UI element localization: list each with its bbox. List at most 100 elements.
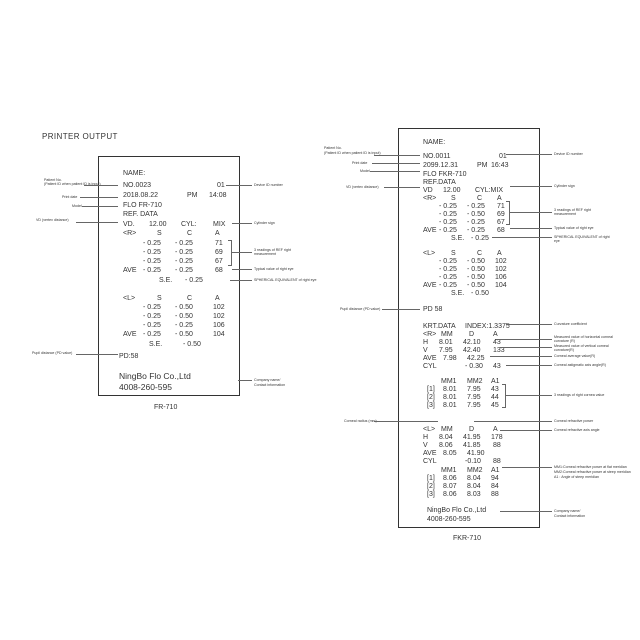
fr710-ann-spherical: SPHERICAL EQUIVALENT of right eye xyxy=(254,278,317,282)
fr710-leader-spherical xyxy=(230,280,252,281)
fr710-left-r3-s: - 0.25 xyxy=(143,322,161,329)
fr710-left-col-s: S xyxy=(157,295,162,302)
fr710-receipt: NAME: NO.0023 01 2018.08.22 PM 14:08 FLO… xyxy=(98,156,240,396)
fkr710-krt-right-read2-label: [2] xyxy=(427,394,435,401)
fkr710-krt-left-read1-mm1: 8.06 xyxy=(443,475,457,482)
fr710-left-r3-c: - 0.25 xyxy=(175,322,193,329)
fkr710-leader-corneal-radius xyxy=(374,421,438,422)
fkr710-ann-a1: A1 : Angle of steep meridian xyxy=(554,475,599,479)
fkr710-right-r3-c: - 0.25 xyxy=(467,219,485,226)
fr710-right-r3-s: - 0.25 xyxy=(143,258,161,265)
fkr710-ann-typical: Typical value of right eye xyxy=(554,226,594,230)
fkr710-krt-right-read3-label: [3] xyxy=(427,402,435,409)
fkr710-leader-spherical xyxy=(492,237,552,238)
fr710-cyl-label: CYL: xyxy=(181,221,197,228)
fkr710-krt-right-read2-mm2: 7.95 xyxy=(467,394,481,401)
fkr710-left-r2-s: - 0.25 xyxy=(439,266,457,273)
fkr710-leader-pupil xyxy=(382,309,420,310)
fr710-right-r1-s: - 0.25 xyxy=(143,240,161,247)
fkr710-left-label: <L> xyxy=(423,250,436,257)
fr710-ann-vd: VD (vertex distance) xyxy=(36,218,69,222)
fr710-name-label: NAME: xyxy=(123,170,146,177)
fkr710-krt-left-read1-a1: 94 xyxy=(491,475,499,482)
fr710-company: NingBo Flo Co.,Ltd xyxy=(119,371,191,381)
fkr710-krt-left-col-mm2: MM2 xyxy=(467,467,483,474)
fkr710-right-col-s: S xyxy=(451,195,456,202)
fkr710-krt-left-read3-mm2: 8.03 xyxy=(467,491,481,498)
fr710-ann-pupil: Pupil distance (PD value) xyxy=(32,351,73,355)
fr710-right-r1-a: 71 xyxy=(215,240,223,247)
fr710-ann-typical: Typical value of right eye xyxy=(254,267,294,271)
fkr710-krt-right-v-a: 133 xyxy=(493,347,505,354)
fkr710-right-r3-a: 67 xyxy=(497,219,505,226)
fkr710-ann-refractive-axis: Corneal refractive axis angle xyxy=(554,428,600,432)
fkr710-leader-krt-readings xyxy=(506,395,552,396)
fr710-right-r2-s: - 0.25 xyxy=(143,249,161,256)
fkr710-ann-device-id: Device ID number xyxy=(554,152,583,156)
fkr710-krt-right-read3-mm1: 8.01 xyxy=(443,402,457,409)
fkr710-ann-print-date: Print date xyxy=(352,161,368,165)
fkr710-left-r3-c: - 0.50 xyxy=(467,274,485,281)
fkr710-leader-vd xyxy=(384,187,420,188)
fr710-right-r3-a: 67 xyxy=(215,258,223,265)
fkr710-krt-left-v-d: 41.85 xyxy=(463,442,481,449)
fkr710-krt-left-col-mm: MM xyxy=(441,426,453,433)
fkr710-ann-corneal-radius: Corneal radius (mm) xyxy=(344,419,377,423)
fr710-left-r2-a: 102 xyxy=(213,313,225,320)
fr710-leader-device-id xyxy=(226,185,252,186)
fkr710-krt-left-h-mm: 8.04 xyxy=(439,434,453,441)
fkr710-krt-right-cyl-label: CYL xyxy=(423,363,437,370)
fr710-left-se-value: - 0.50 xyxy=(183,341,201,348)
fkr710-krt-left-read2-label: [2] xyxy=(427,483,435,490)
fkr710-krt-right-cyl-a: 43 xyxy=(493,363,501,370)
fr710-right-ave-a: 68 xyxy=(215,267,223,274)
fkr710-ann-readings: 3 readings of REF right measurement xyxy=(554,208,591,216)
fkr710-krt-left-read2-a1: 84 xyxy=(491,483,499,490)
fkr710-right-r2-a: 69 xyxy=(497,211,505,218)
fr710-right-col-c: C xyxy=(187,230,193,237)
fkr710-print-date: 2099.12.31 xyxy=(423,162,459,169)
fkr710-ann-model: Model xyxy=(360,169,370,173)
fkr710-right-r1-c: - 0.25 xyxy=(467,203,485,210)
fkr710-ann-krt-readings: 3 readings of right cornea value xyxy=(554,393,605,397)
fkr710-right-r2-s: - 0.25 xyxy=(439,211,457,218)
fkr710-krt-right-read2-a1: 44 xyxy=(491,394,499,401)
fr710-leader-print-date xyxy=(80,197,118,198)
fkr710-krt-left-label: <L> xyxy=(423,426,436,433)
fkr710-ann-company: Company name/ xyxy=(554,509,581,513)
fkr710-krt-left-read3-mm1: 8.06 xyxy=(443,491,457,498)
fkr710-leader-company xyxy=(500,511,552,512)
fkr710-left-r3-s: - 0.25 xyxy=(439,274,457,281)
fkr710-krt-left-col-d: D xyxy=(469,426,475,433)
fkr710-krt-left-cyl-d: -0.10 xyxy=(465,458,481,465)
fkr710-right-ave-s: - 0.25 xyxy=(439,227,457,234)
fkr710-krt-left-read3-label: [3] xyxy=(427,491,435,498)
fr710-ann-patient-id: (Patient ID when patient ID is input) xyxy=(44,182,101,186)
fkr710-right-ave-a: 68 xyxy=(497,227,505,234)
fkr710-left-r1-s: - 0.25 xyxy=(439,258,457,265)
fkr710-leader-model xyxy=(370,171,420,172)
fkr710-leader-curvature-coef xyxy=(506,324,552,325)
fkr710-krt-left-col-a1: A1 xyxy=(491,467,500,474)
fr710-right-col-s: S xyxy=(157,230,162,237)
fkr710-leader-vertical xyxy=(500,347,552,348)
fr710-vd-label: VD. xyxy=(123,221,135,228)
fr710-right-ave-c: - 0.25 xyxy=(175,267,193,274)
fkr710-company: NingBo Flo Co.,Ltd xyxy=(427,507,487,514)
fr710-left-ave-label: AVE xyxy=(123,331,137,338)
fkr710-receipt: NAME: NO.0011 01 2099.12.31 PM 16:43 FLO… xyxy=(398,128,540,528)
fr710-leader-model xyxy=(82,206,118,207)
fkr710-krt-left-h-a: 178 xyxy=(491,434,503,441)
fkr710-krt-right-read1-mm2: 7.95 xyxy=(467,386,481,393)
fr710-left-r1-a: 102 xyxy=(213,304,225,311)
fkr710-krt-left-read3-a1: 88 xyxy=(491,491,499,498)
fr710-left-r1-c: - 0.50 xyxy=(175,304,193,311)
fkr710-right-col-c: C xyxy=(477,195,483,202)
fkr710-krt-left-read1-label: [1] xyxy=(427,475,435,482)
fkr710-ann-vertical: Measured value of vertical corneal curva… xyxy=(554,344,609,352)
fkr710-left-r2-a: 102 xyxy=(495,266,507,273)
fr710-phone: 4008-260-595 xyxy=(119,382,172,392)
fkr710-ann-corneal-avg: Corneal average value(R) xyxy=(554,354,596,358)
fkr710-vd-value: 12.00 xyxy=(443,187,461,194)
fkr710-caption: FKR-710 xyxy=(453,535,482,542)
